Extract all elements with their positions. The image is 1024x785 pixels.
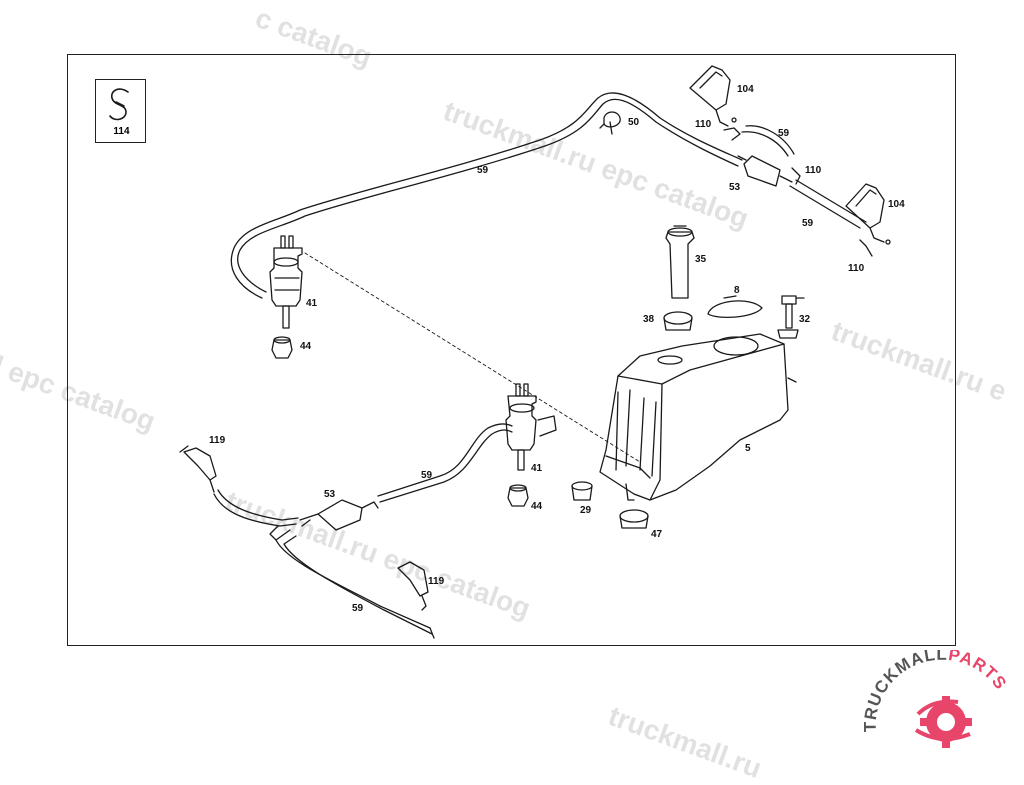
hose-clamp-icon [109,88,129,121]
nozzle-104-right [845,183,891,257]
part-label-59: 59 [802,218,814,229]
part-label-110: 110 [695,119,712,130]
nozzle-104-upper [689,65,737,127]
grommet-44-lower [507,484,529,507]
hose-59-middle [377,423,513,503]
part-label-50: 50 [628,117,640,128]
nozzle-119-right [397,561,429,611]
hose-59-right [789,179,867,229]
part-label-59: 59 [477,165,489,176]
part-label-104: 104 [888,199,905,210]
part-label-44: 44 [300,341,312,352]
pump-41-lower [505,383,557,471]
part-label-47: 47 [651,529,663,540]
legend-box: 114 [95,79,146,143]
part-label-32: 32 [799,314,811,325]
part-label-38: 38 [643,314,655,325]
sensor-32 [777,295,805,339]
gear-logo-icon [914,696,972,748]
hose-upper-right [723,125,795,157]
parts-diagram [109,65,891,639]
part-label-59: 59 [778,128,790,139]
grommet-29 [571,481,593,501]
part-label-119: 119 [209,435,226,446]
part-label-110: 110 [848,263,865,274]
connector-53-lower [299,499,379,531]
connector-53-upper [737,155,801,187]
hose-59-lower [213,489,435,639]
legend-label: 114 [113,126,130,137]
diagram-frame [67,54,956,646]
grommet-44-upper [271,336,293,359]
part-label-29: 29 [580,505,592,516]
part-label-41: 41 [306,298,318,309]
hose-59-top [230,92,743,299]
part-label-35: 35 [695,254,707,265]
part-label-5: 5 [745,443,751,454]
part-label-59: 59 [421,470,433,481]
part-label-53: 53 [729,182,741,193]
part-label-8: 8 [734,285,740,296]
part-label-53: 53 [324,489,336,500]
dashed-connector [304,252,641,463]
reservoir-5 [599,333,797,501]
grommet-38 [663,311,693,331]
part-label-59: 59 [352,603,364,614]
nozzle-119-left [179,445,217,493]
check-valve-50 [599,111,621,135]
part-label-119: 119 [428,576,445,587]
part-label-110: 110 [805,165,822,176]
part-label-41: 41 [531,463,543,474]
filler-neck-35 [665,225,695,299]
grommet-47 [619,509,649,529]
pump-41-upper [269,235,303,329]
part-label-44: 44 [531,501,543,512]
brand-word-2: PARTS [947,650,1010,693]
part-label-104: 104 [737,84,754,95]
brand-logo: TRUCKMALLPARTS [858,645,1018,750]
cap-8 [707,295,763,319]
